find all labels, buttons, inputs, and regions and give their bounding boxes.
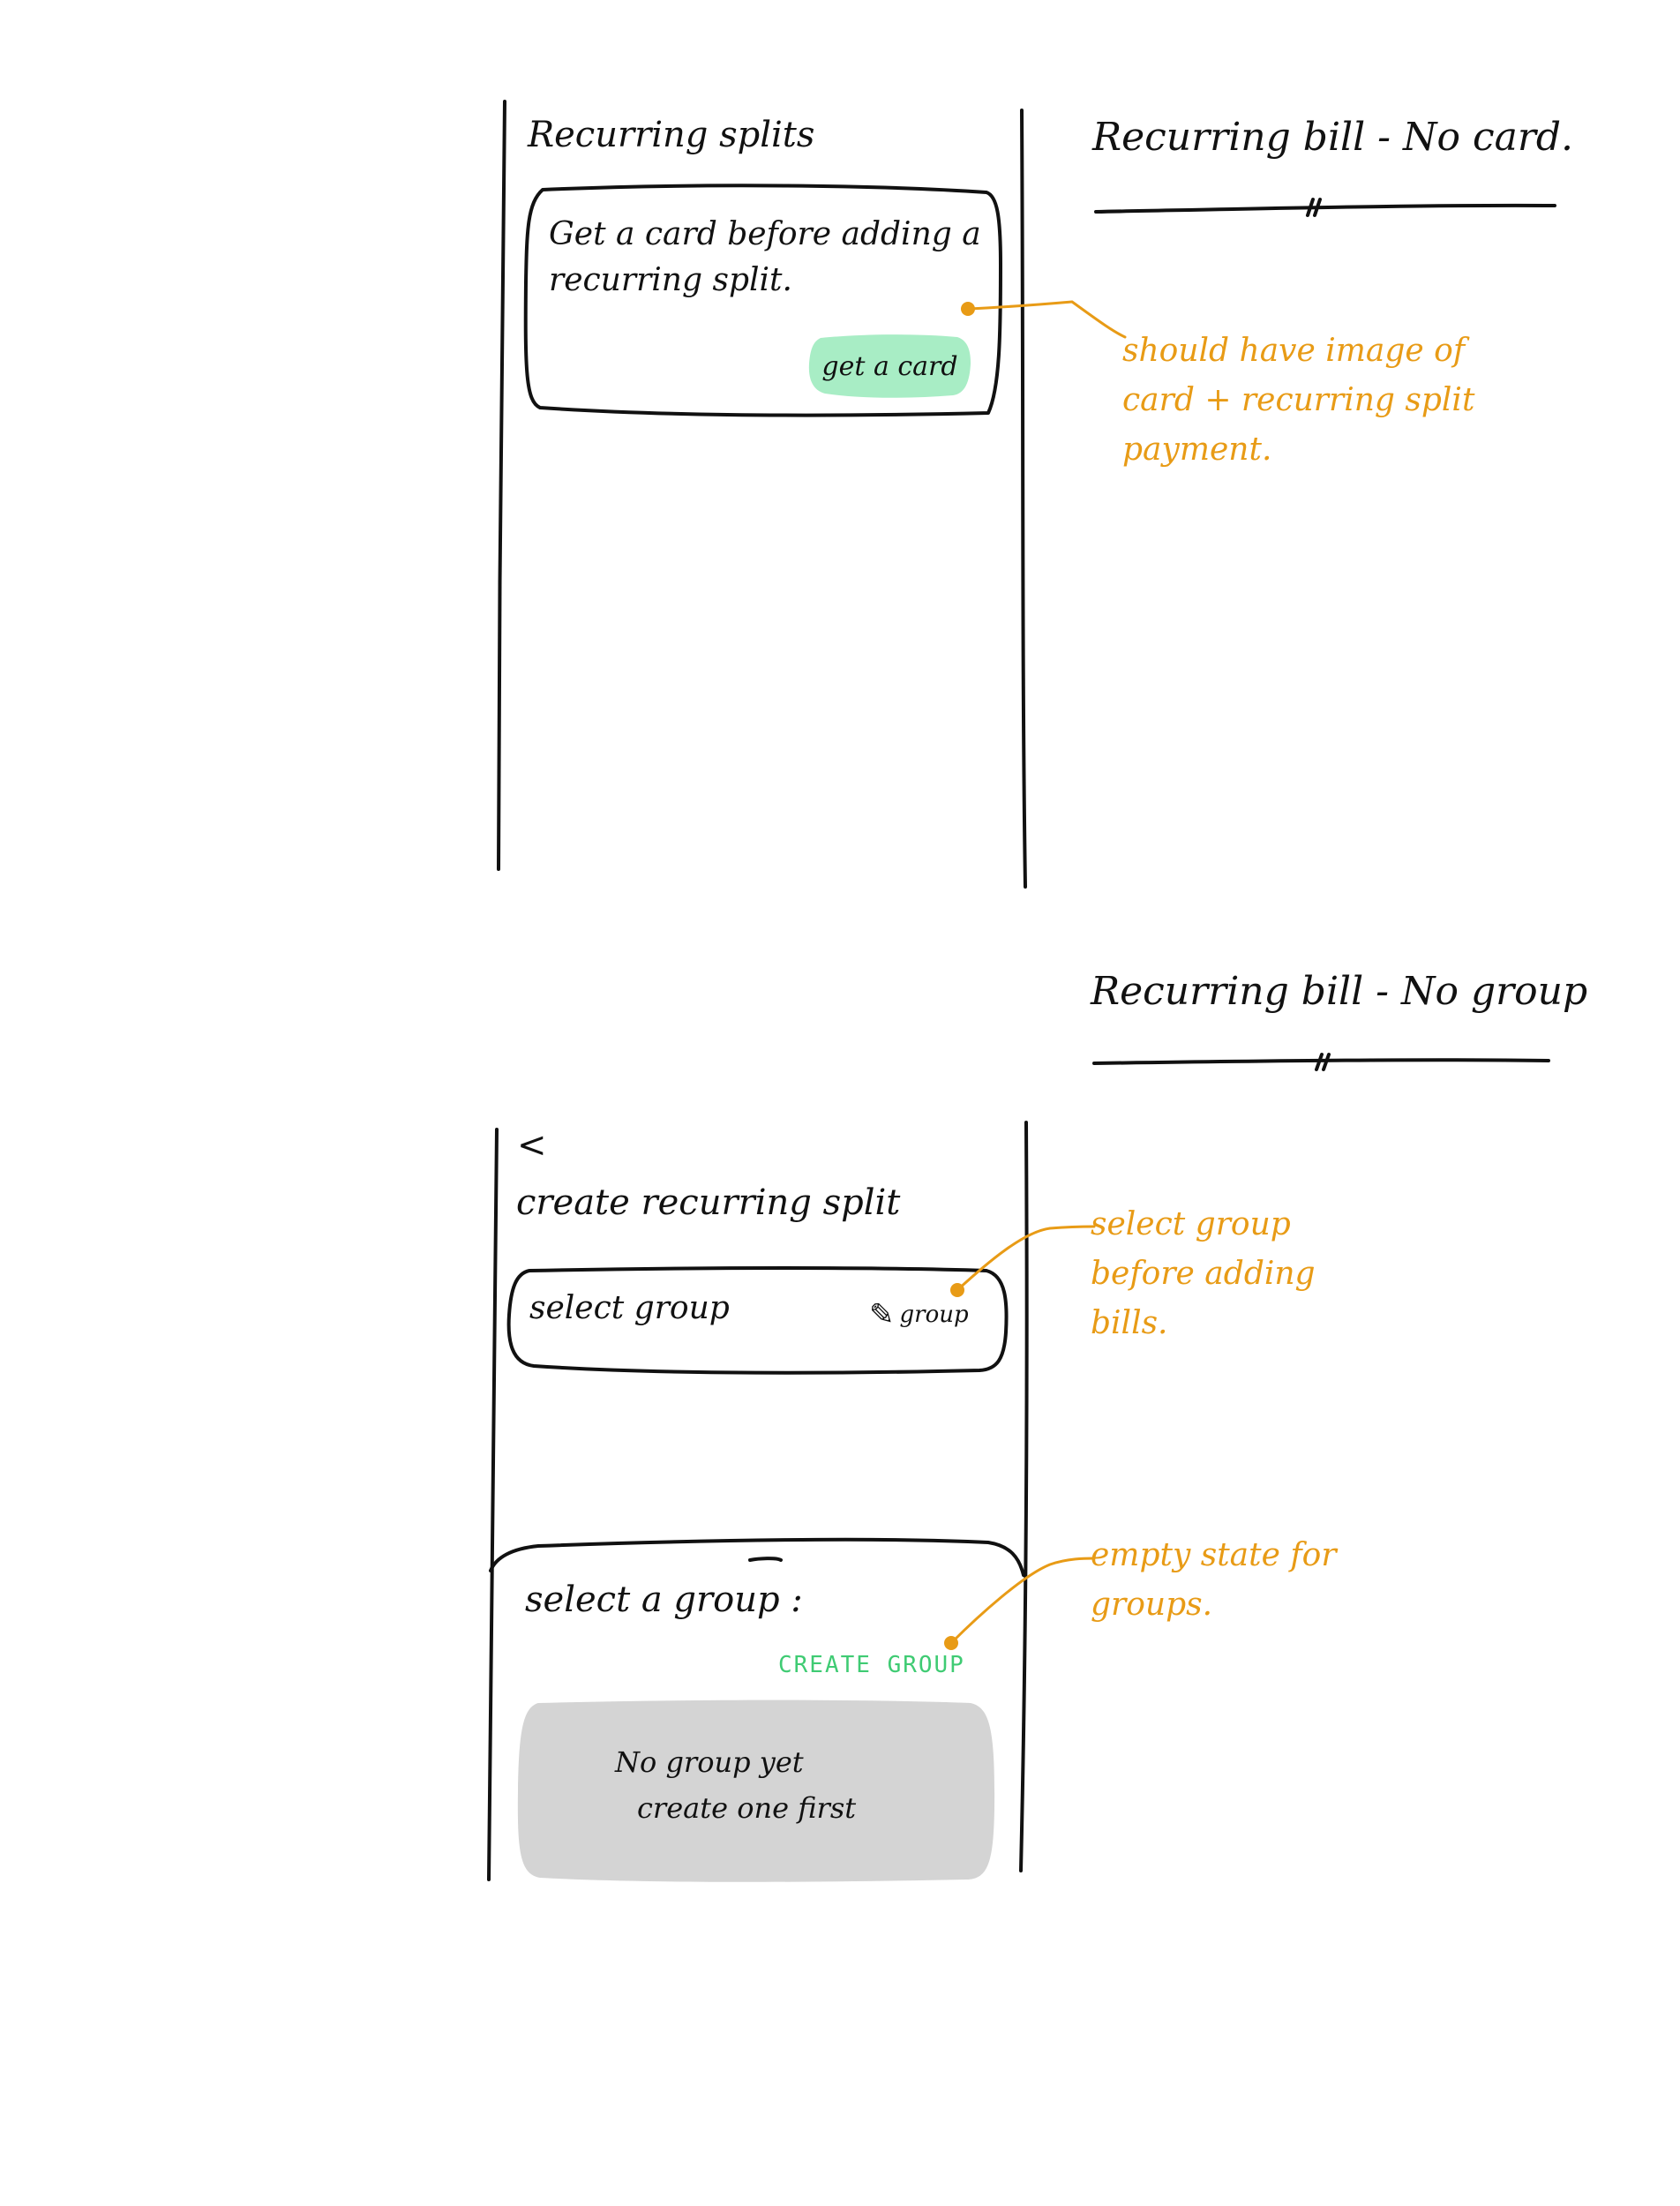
note2-leader [956,1225,1096,1292]
empty-state-line1: No group yet [615,1745,804,1779]
frame2-title: Recurring bill - No group [1091,969,1588,1014]
get-card-button-label: get a card [821,350,958,382]
pencil-icon: ✎ [869,1297,895,1332]
frame1-title: Recurring bill - No card. [1092,115,1574,160]
note3-leader [949,1557,1096,1645]
edit-group-button[interactable]: ✎ group [869,1297,969,1332]
chevron-left-icon: < [517,1125,547,1166]
frame2-select-pill [506,1266,1009,1375]
frame2-sheet-top [489,1537,1025,1577]
edit-group-label: group [899,1302,969,1328]
note2-dot [950,1283,964,1297]
frame1-annotation: should have image of card + recurring sp… [1122,333,1475,468]
frame2-title-mark [1315,1053,1331,1071]
note3-dot [944,1636,958,1650]
empty-state-line2: create one first [637,1791,857,1825]
frame1-title-underline [1094,203,1556,214]
frame2-annotation-select: select group before adding bills. [1091,1206,1316,1341]
back-button[interactable]: < [517,1125,547,1166]
frame1-title-mark [1306,198,1322,217]
empty-state: No group yet create one first [518,1703,994,1880]
select-group-label: select group [529,1290,730,1326]
frame2-left-edge [487,1128,499,1881]
sheet-title: select a group : [525,1579,803,1620]
frame1-right-edge [1020,109,1027,889]
note1-leader [966,300,1127,339]
note1-dot [961,302,975,316]
frame1-card-text: Get a card before adding a recurring spl… [549,216,981,299]
frame1-card-outline [523,184,1002,417]
frame2-sheet-handle [748,1557,783,1562]
get-card-button-shape [808,334,971,398]
frame2-title-underline [1092,1058,1550,1065]
frame2-right-edge [1019,1121,1029,1872]
create-group-link[interactable]: CREATE GROUP [778,1652,965,1678]
select-group-field[interactable]: select group [529,1290,730,1326]
frame2-annotation-empty: empty state for groups. [1091,1537,1337,1623]
empty-state-block [517,1700,995,1882]
frame1-left-edge [497,100,506,871]
frame1-header: Recurring splits [528,115,815,155]
get-card-button[interactable]: get a card [809,335,971,397]
frame2-page-title: create recurring split [516,1182,901,1223]
